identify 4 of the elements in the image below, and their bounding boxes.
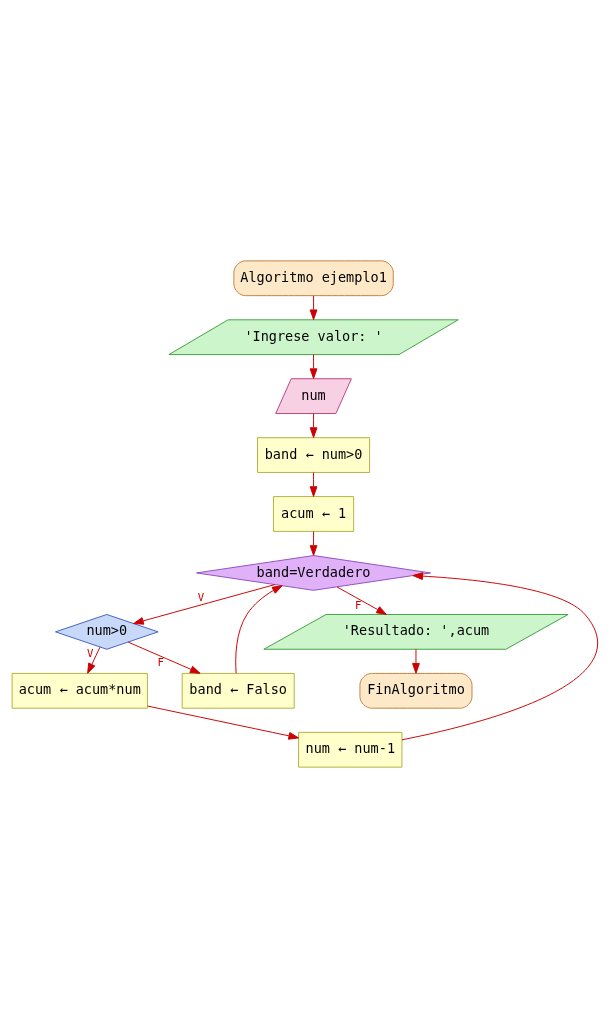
edge-label: V bbox=[87, 647, 94, 661]
edge-label: F bbox=[355, 599, 362, 613]
edge-label: F bbox=[157, 656, 164, 670]
edge-label: V bbox=[197, 590, 205, 604]
